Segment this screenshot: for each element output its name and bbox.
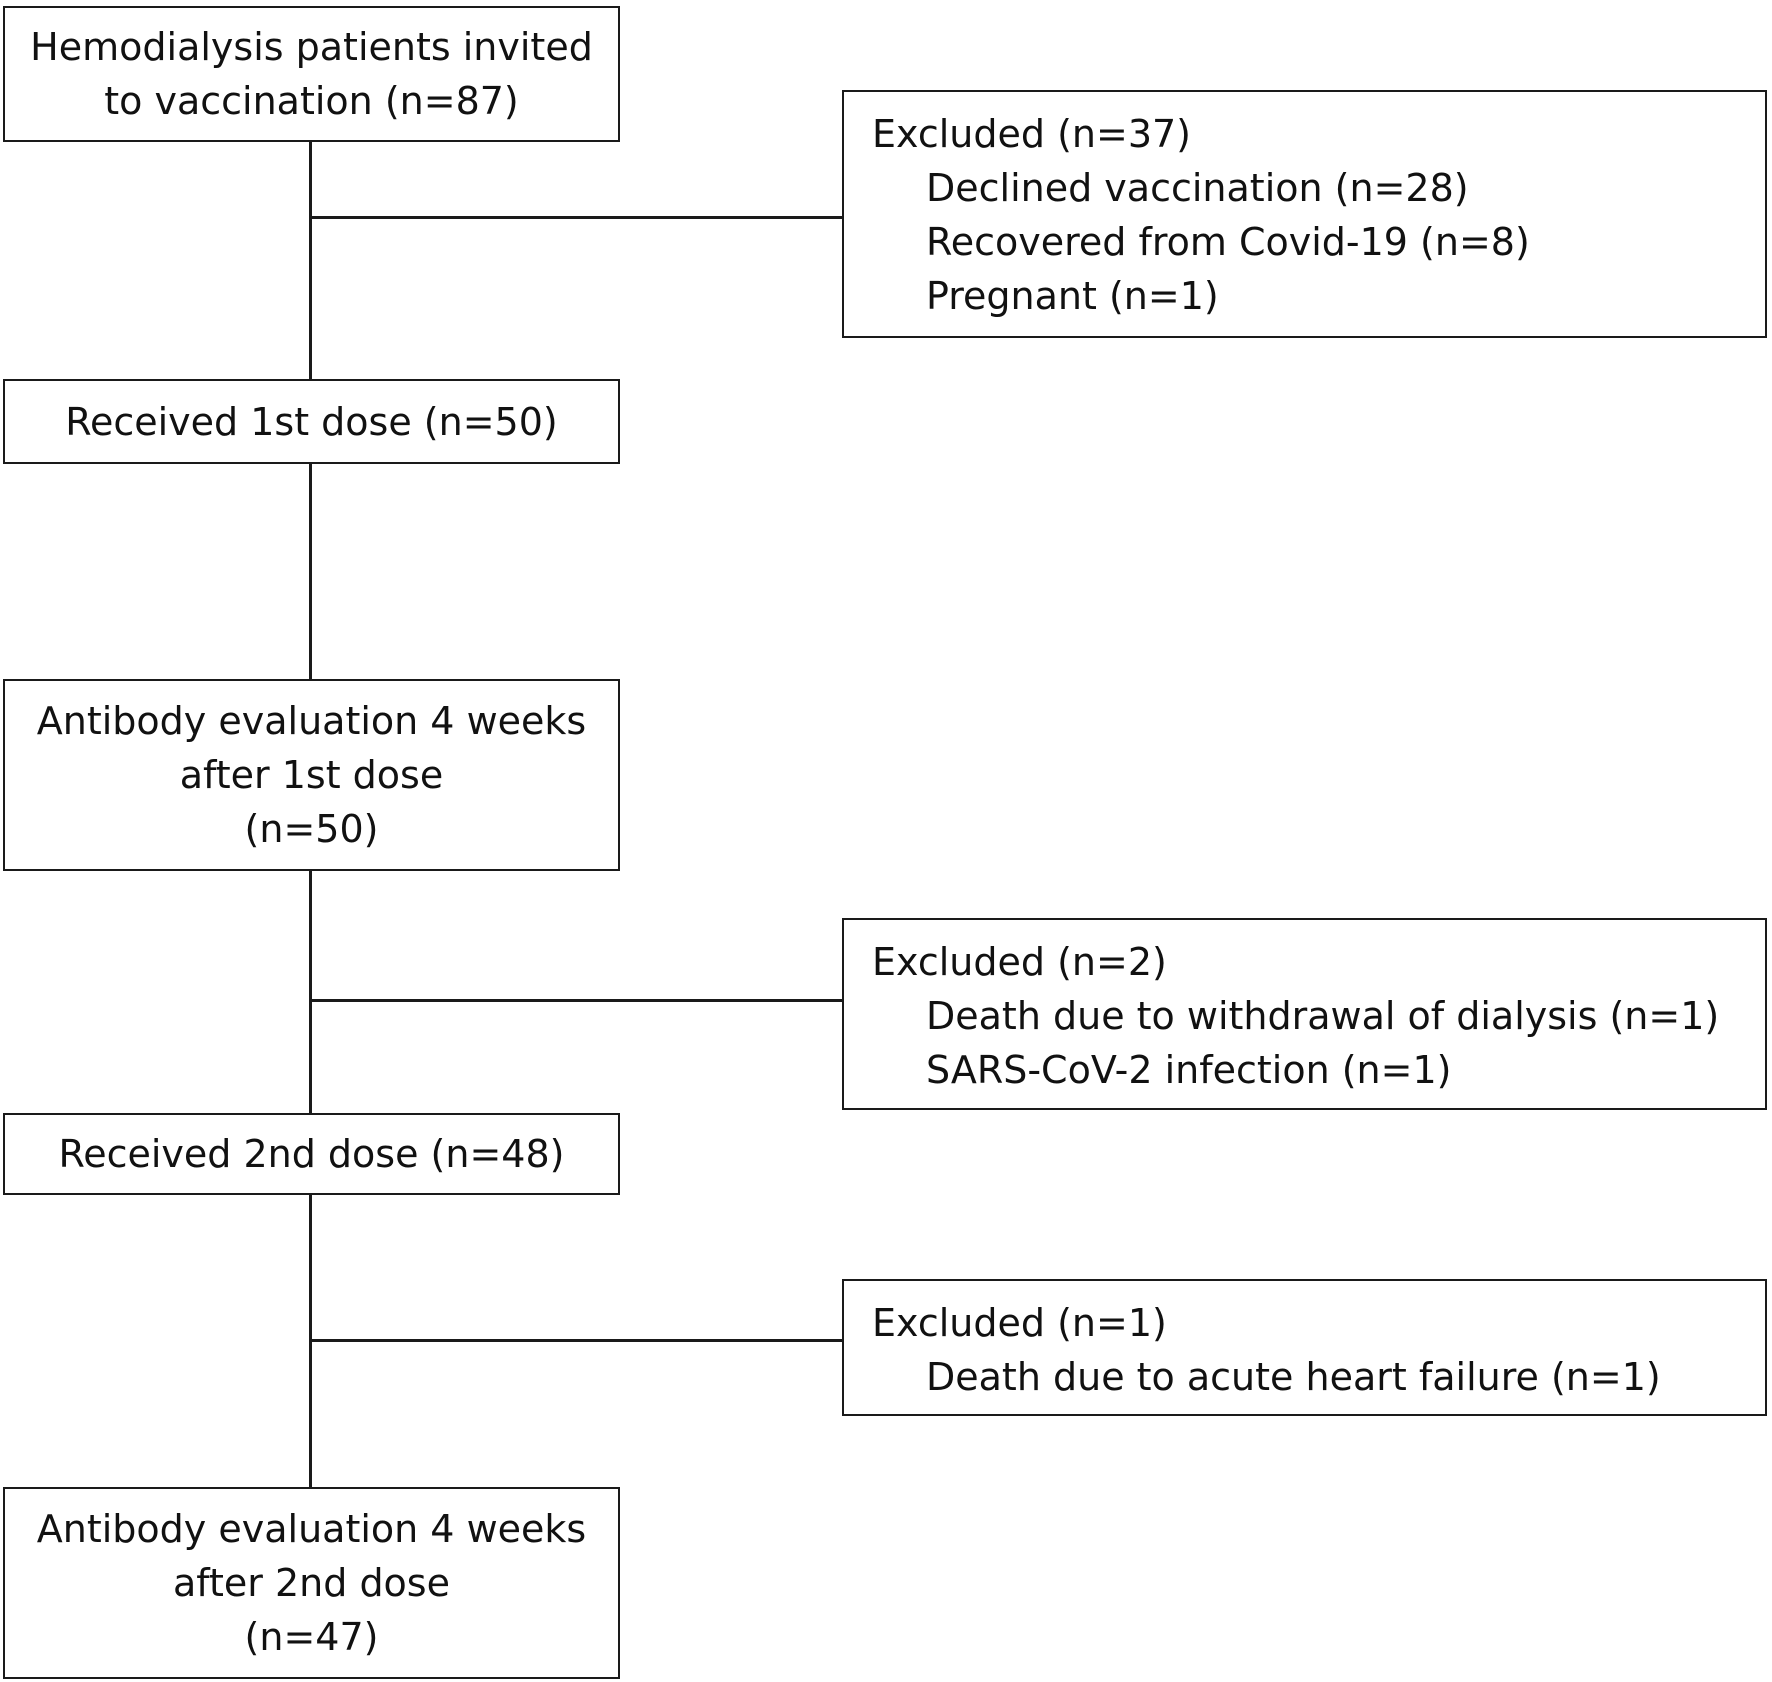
excluded-2-item: SARS-CoV-2 infection (n=1) xyxy=(926,1048,1452,1092)
eval-second-line-1: Antibody evaluation 4 weeks xyxy=(36,1507,587,1551)
invited-line-1: Hemodialysis patients invited xyxy=(30,25,593,69)
excluded-1-heading: Excluded (n=1) xyxy=(872,1301,1167,1345)
excluded-37-item: Declined vaccination (n=28) xyxy=(926,166,1469,210)
eval-second-line-3: (n=47) xyxy=(244,1615,379,1659)
excluded-37-item: Pregnant (n=1) xyxy=(926,274,1219,318)
excluded-37-item: Recovered from Covid-19 (n=8) xyxy=(926,220,1530,264)
connector-invited-to-dose1 xyxy=(309,140,312,380)
eval-first-line-3: (n=50) xyxy=(244,807,379,851)
excluded-2-item: Death due to withdrawal of dialysis (n=1… xyxy=(926,994,1720,1038)
excluded-37-heading: Excluded (n=37) xyxy=(872,112,1191,156)
connector-to-excluded-1 xyxy=(309,1339,843,1342)
connector-dose1-to-eval1 xyxy=(309,463,312,680)
connector-eval1-to-dose2 xyxy=(309,870,312,1114)
excluded-37-box: Excluded (n=37) Declined vaccination (n=… xyxy=(842,90,1767,338)
eval-second-line-2: after 2nd dose xyxy=(173,1561,450,1605)
eval-first-line-1: Antibody evaluation 4 weeks xyxy=(36,699,587,743)
excluded-2-box: Excluded (n=2) Death due to withdrawal o… xyxy=(842,918,1767,1110)
second-dose-line-1: Received 2nd dose (n=48) xyxy=(58,1132,565,1176)
connector-to-excluded-2 xyxy=(309,999,843,1002)
second-dose-box: Received 2nd dose (n=48) xyxy=(3,1113,620,1195)
first-dose-box: Received 1st dose (n=50) xyxy=(3,379,620,464)
eval-second-dose-box: Antibody evaluation 4 weeks after 2nd do… xyxy=(3,1487,620,1679)
eval-first-dose-box: Antibody evaluation 4 weeks after 1st do… xyxy=(3,679,620,871)
eval-first-line-2: after 1st dose xyxy=(179,753,444,797)
excluded-2-heading: Excluded (n=2) xyxy=(872,940,1167,984)
excluded-1-box: Excluded (n=1) Death due to acute heart … xyxy=(842,1279,1767,1416)
invited-box: Hemodialysis patients invited to vaccina… xyxy=(3,6,620,142)
invited-line-2: to vaccination (n=87) xyxy=(104,79,519,123)
connector-to-excluded-37 xyxy=(309,216,843,219)
excluded-1-item: Death due to acute heart failure (n=1) xyxy=(926,1355,1661,1399)
first-dose-line-1: Received 1st dose (n=50) xyxy=(65,399,558,444)
